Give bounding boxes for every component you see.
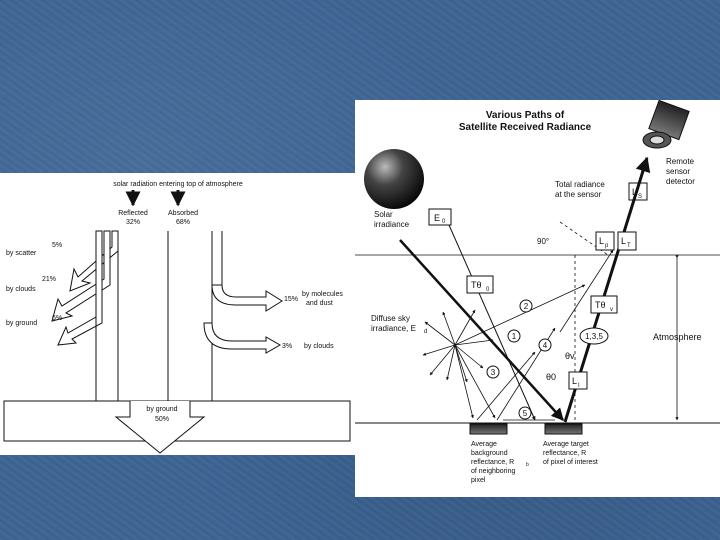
energy-budget-diagram: solar radiation entering top of atmosphe… (3, 181, 351, 454)
diffuse-subscript: d (424, 329, 427, 335)
clouds-absorption-arrow (203, 322, 282, 354)
theta-v-label: θv (565, 351, 575, 361)
theta-0-label: θ0 (546, 372, 556, 382)
avg-background-line1: Average (471, 441, 497, 448)
remote-sensor-line1: Remote (666, 157, 695, 166)
total-radiance-line2: at the sensor (555, 190, 602, 199)
solar-irradiance-line2: irradiance (374, 220, 410, 229)
path-3-label: 3 (491, 368, 496, 377)
ls-label: L (632, 187, 637, 197)
path-markers: 2 1 4 3 5 1,3,5 (486, 299, 609, 420)
path-1-label: 1 (512, 332, 517, 341)
scatter-label: by scatter (6, 250, 37, 257)
ls-subscript: S (638, 194, 642, 200)
tv-label: Tθ (595, 300, 606, 310)
radiance-paths-diagram: Various Paths of Satellite Received Radi… (355, 100, 720, 484)
lt-label: L (621, 236, 626, 246)
molecules-label-line1: by molecules (302, 291, 343, 298)
avg-target-line1: Average target (543, 441, 589, 448)
earth-energy-budget-panel: solar radiation entering top of atmosphe… (0, 173, 355, 455)
solar-beam (399, 239, 564, 421)
avg-background-line5: pixel (471, 477, 486, 484)
diffuse-scatter-rays (422, 309, 494, 383)
target-pixel (544, 423, 583, 435)
diagram-title-line1: Various Paths of (486, 110, 565, 121)
solar-path-1 (448, 224, 536, 421)
lp-label: L (599, 236, 604, 246)
ground-reflected-value: 6% (52, 315, 62, 322)
absorbed-label: Absorbed (168, 210, 198, 217)
lt-subscript: T (627, 243, 631, 249)
sun-icon (364, 149, 424, 209)
clouds-absorbed-value: 3% (282, 343, 292, 350)
diffuse-line2: irradiance, E (371, 324, 416, 333)
atmosphere-label: Atmosphere (653, 332, 702, 342)
molecules-absorption-arrow (211, 284, 283, 312)
ground-absorption-arrow (114, 401, 206, 454)
diffuse-line1: Diffuse sky (371, 314, 410, 323)
molecules-value: 15% (284, 296, 298, 303)
scatter-value: 5% (52, 242, 62, 249)
remote-sensor-line3: detector (666, 177, 695, 186)
path-group-label: 1,3,5 (585, 332, 603, 341)
remote-sensor-icon (642, 100, 690, 149)
clouds-reflection-arrow (51, 230, 111, 322)
tv-box (590, 295, 618, 314)
e0-label: E (434, 213, 440, 223)
clouds-reflected-label: by clouds (6, 286, 36, 293)
reflected-value: 32% (126, 219, 140, 226)
li-label: L (572, 376, 577, 386)
lp-box (595, 231, 615, 251)
remote-sensor-line2: sensor (666, 167, 690, 176)
t0-box (466, 275, 494, 294)
e0-subscript: 0 (442, 219, 446, 225)
lp-subscript: p (605, 243, 609, 249)
ground-reflected-label: by ground (6, 320, 37, 327)
avg-background-line2: background (471, 450, 508, 457)
angle-90-label: 90° (537, 237, 549, 246)
clouds-absorbed-label: by clouds (304, 343, 334, 350)
tv-subscript: v (610, 307, 613, 313)
scatter-reflection-arrow (69, 230, 119, 292)
li-subscript: I (578, 383, 580, 389)
avg-target-line2: reflectance, R (543, 450, 586, 457)
li-box (568, 371, 588, 390)
avg-target-line3: of pixel of interest (543, 459, 598, 466)
avg-background-line4: of neighboring (471, 468, 515, 475)
molecules-label-line2: and dust (306, 300, 333, 307)
rb-subscript: b (526, 462, 529, 468)
path-2-label: 2 (524, 302, 529, 311)
absorbed-value: 68% (176, 219, 190, 226)
lt-box (617, 231, 637, 251)
diagram-title-line2: Satellite Received Radiance (459, 122, 592, 133)
ground-absorbed-label: by ground (146, 406, 177, 413)
reflected-label: Reflected (118, 210, 148, 217)
satellite-radiance-panel: Various Paths of Satellite Received Radi… (355, 100, 720, 497)
solar-irradiance-line1: Solar (374, 210, 393, 219)
ground-absorbed-value: 50% (155, 416, 169, 423)
total-radiance-line1: Total radiance (555, 180, 605, 189)
t0-label: Tθ (471, 280, 482, 290)
background-pixel (469, 423, 508, 435)
path-5-label: 5 (523, 409, 528, 418)
top-of-atmosphere-label: solar radiation entering top of atmosphe… (113, 181, 243, 188)
avg-background-line3: reflectance, R (471, 459, 514, 466)
t0-subscript: 0 (486, 287, 490, 293)
path-4-label: 4 (543, 341, 548, 350)
e0-box (428, 208, 452, 226)
clouds-reflected-value: 21% (42, 276, 56, 283)
